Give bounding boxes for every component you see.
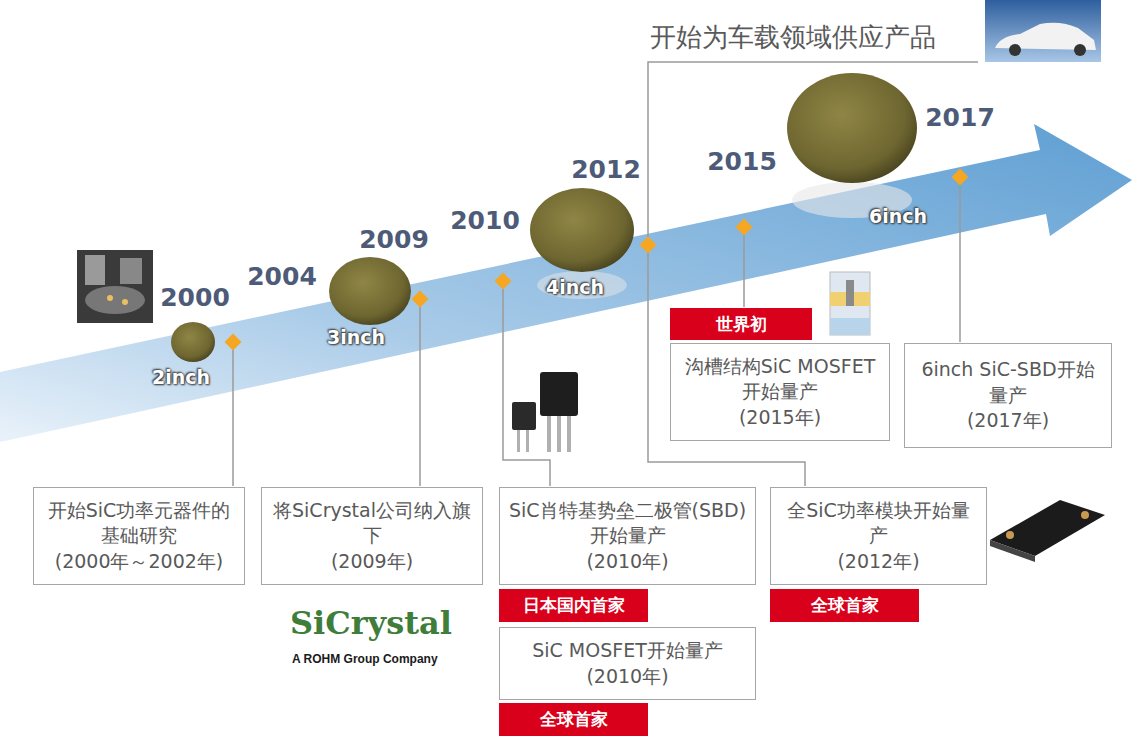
module-photo [990,500,1105,562]
milestone-text: 全球首家 [776,595,913,615]
package-photo [512,372,578,452]
wafer [787,73,917,183]
wafer-size: 2inch [152,366,210,388]
first-badge: 全球首家 [770,589,919,622]
milestone-text: 全SiC功率模块开始量产 [779,498,978,549]
wafer-size: 3inch [327,326,385,348]
year-label: 2004 [247,262,317,291]
wafer [530,188,634,272]
milestone-date: (2010年) [508,549,747,575]
milestone-box: 6inch SiC-SBD开始量产(2017年) [904,343,1112,448]
car-photo [985,0,1101,62]
milestone-text: 将SiCrystal公司纳入旗下 [270,498,474,549]
milestone-diamonds [225,169,969,351]
trench-cross-section [830,272,870,335]
milestone-text: SiC MOSFET开始量产 [508,638,747,664]
milestone-date: (2000年～2002年) [42,549,236,575]
milestone-text: 日本国内首家 [505,595,642,615]
year-label: 2012 [571,155,641,184]
year-label: 2000 [160,283,230,312]
year-label: 2010 [450,206,520,235]
headline-note: 开始为车载领域供应产品 [650,20,936,55]
milestone-text: 6inch SiC-SBD开始量产 [913,357,1103,408]
milestone-date: (2017年) [913,408,1103,434]
milestone-box: SiC MOSFET开始量产(2010年) [499,627,756,700]
milestone-text: 沟槽结构SiC MOSFET开始量产 [679,354,881,405]
lab-photo [77,250,153,323]
year-label: 2017 [925,103,995,132]
milestone-text: 全球首家 [505,709,642,729]
wafer [329,257,411,325]
wafer [171,322,215,362]
first-badge: 日本国内首家 [499,589,648,622]
first-badge: 世界初 [670,308,812,340]
milestone-date: (2010年) [508,664,747,690]
wafer-reflection [537,271,627,299]
company-logo: SiCrystal [290,604,452,642]
milestone-date: (2009年) [270,549,474,575]
milestone-text: SiC肖特基势垒二极管(SBD)开始量产 [508,498,747,549]
logo-subtitle: A ROHM Group Company [292,652,438,666]
milestone-box: 全SiC功率模块开始量产(2012年) [770,487,987,585]
first-badge: 全球首家 [499,703,648,736]
year-label: 2015 [707,147,777,176]
milestone-box: 将SiCrystal公司纳入旗下(2009年) [261,487,483,585]
milestone-text: 开始SiC功率元器件的基础研究 [42,498,236,549]
year-label: 2009 [359,225,429,254]
milestone-box: SiC肖特基势垒二极管(SBD)开始量产(2010年) [499,487,756,585]
milestone-text: 世界初 [676,314,806,334]
wafer-size: 4inch [546,276,604,298]
wafer-size: 6inch [869,205,927,227]
leader-lines [233,62,978,486]
milestone-box: 开始SiC功率元器件的基础研究(2000年～2002年) [33,487,245,585]
milestone-box: 沟槽结构SiC MOSFET开始量产(2015年) [670,343,890,441]
milestone-date: (2012年) [779,549,978,575]
milestone-date: (2015年) [679,405,881,431]
